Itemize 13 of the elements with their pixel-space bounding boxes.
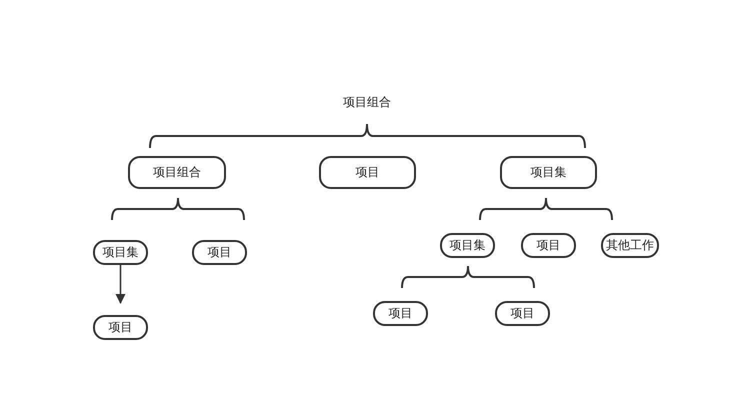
rounded-box: 项目 <box>319 156 416 189</box>
rounded-box: 项目组合 <box>128 156 226 189</box>
heading-text: 项目组合 <box>343 94 391 110</box>
rounded-box: 项目 <box>495 301 550 326</box>
rounded-box: 项目集 <box>440 233 495 258</box>
arrow <box>116 265 126 304</box>
rounded-box: 项目 <box>93 315 148 340</box>
rounded-box: 项目 <box>521 233 576 258</box>
rounded-box: 项目 <box>192 240 247 265</box>
rounded-box: 项目集 <box>500 156 597 189</box>
rounded-box: 其他工作 <box>601 233 659 258</box>
rounded-box: 项目集 <box>93 240 148 265</box>
rounded-box: 项目 <box>373 301 428 326</box>
